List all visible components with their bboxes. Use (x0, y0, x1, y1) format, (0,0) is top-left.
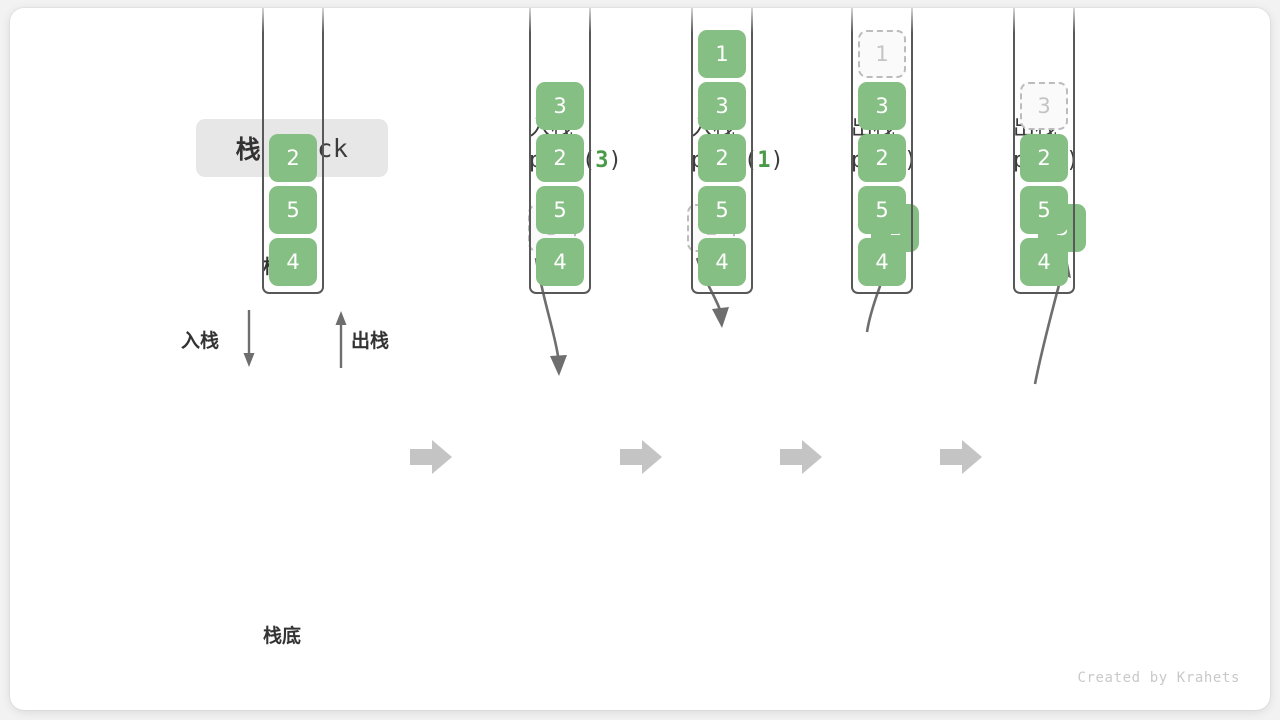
stack-wall-left (262, 8, 264, 284)
stack-cell: 4 (536, 238, 584, 286)
stack-cell: 4 (858, 238, 906, 286)
stack-wall-right (322, 8, 324, 284)
pop-direction-arrow-icon (335, 311, 347, 368)
stack-floor (262, 282, 324, 294)
push-argument: 1 (757, 148, 771, 173)
stack-cell: 2 (536, 134, 584, 182)
diagram-card: 栈 Stack 栈顶 栈底 入栈 出栈 2 5 4 入栈 push(3) 3 (10, 8, 1270, 710)
stack-column-push-1: 1 3 2 5 4 (691, 8, 753, 294)
stack-cell-ghost: 1 (858, 30, 906, 78)
stack-wall-left (691, 8, 693, 284)
stack-cell-ghost: 3 (1020, 82, 1068, 130)
stack-cell: 4 (1020, 238, 1068, 286)
stack-cell: 2 (269, 134, 317, 182)
stack-cell: 1 (698, 30, 746, 78)
stack-wall-left (529, 8, 531, 284)
stack-floor (691, 282, 753, 294)
stack-cell: 5 (698, 186, 746, 234)
stack-cell: 3 (698, 82, 746, 130)
push-direction-label: 入栈 (181, 330, 220, 352)
push-suffix: ) (608, 148, 622, 173)
watermark: Created by Krahets (1077, 670, 1240, 686)
stack-wall-left (1013, 8, 1015, 284)
pop-suffix: ) (904, 148, 917, 173)
stack-cell: 5 (1020, 186, 1068, 234)
stack-wall-right (589, 8, 591, 284)
stack-wall-right (1073, 8, 1075, 284)
stack-wall-right (751, 8, 753, 284)
step-arrow-icon (620, 440, 662, 474)
step-arrow-icon (780, 440, 822, 474)
stack-cell: 3 (536, 82, 584, 130)
step-arrow-icon (410, 440, 452, 474)
stack-wall-left (851, 8, 853, 284)
stack-floor (851, 282, 913, 294)
stack-floor (529, 282, 591, 294)
stack-cell: 5 (536, 186, 584, 234)
stack-wall-right (911, 8, 913, 284)
title-cjk: 栈 (235, 135, 261, 164)
stack-cell: 2 (858, 134, 906, 182)
stack-cell: 2 (1020, 134, 1068, 182)
push-argument: 3 (595, 148, 609, 173)
push-direction-arrow-icon (243, 310, 255, 367)
stack-cell: 4 (698, 238, 746, 286)
stack-column-push-3: 3 2 5 4 (529, 8, 591, 294)
pop-suffix: ) (1066, 148, 1079, 173)
stack-cell: 5 (269, 186, 317, 234)
stack-column-pop-1: 1 3 2 5 4 (851, 8, 913, 294)
stack-cell: 4 (269, 238, 317, 286)
stack-bottom-label: 栈底 (263, 625, 302, 647)
pop-direction-label: 出栈 (351, 330, 390, 352)
step-arrow-icon (940, 440, 982, 474)
stack-cell: 2 (698, 134, 746, 182)
stack-column-pop-2: 3 2 5 4 (1013, 8, 1075, 294)
stack-cell: 5 (858, 186, 906, 234)
stack-cell: 3 (858, 82, 906, 130)
stack-floor (1013, 282, 1075, 294)
stack-column-initial: 2 5 4 (262, 8, 324, 294)
push-suffix: ) (770, 148, 784, 173)
